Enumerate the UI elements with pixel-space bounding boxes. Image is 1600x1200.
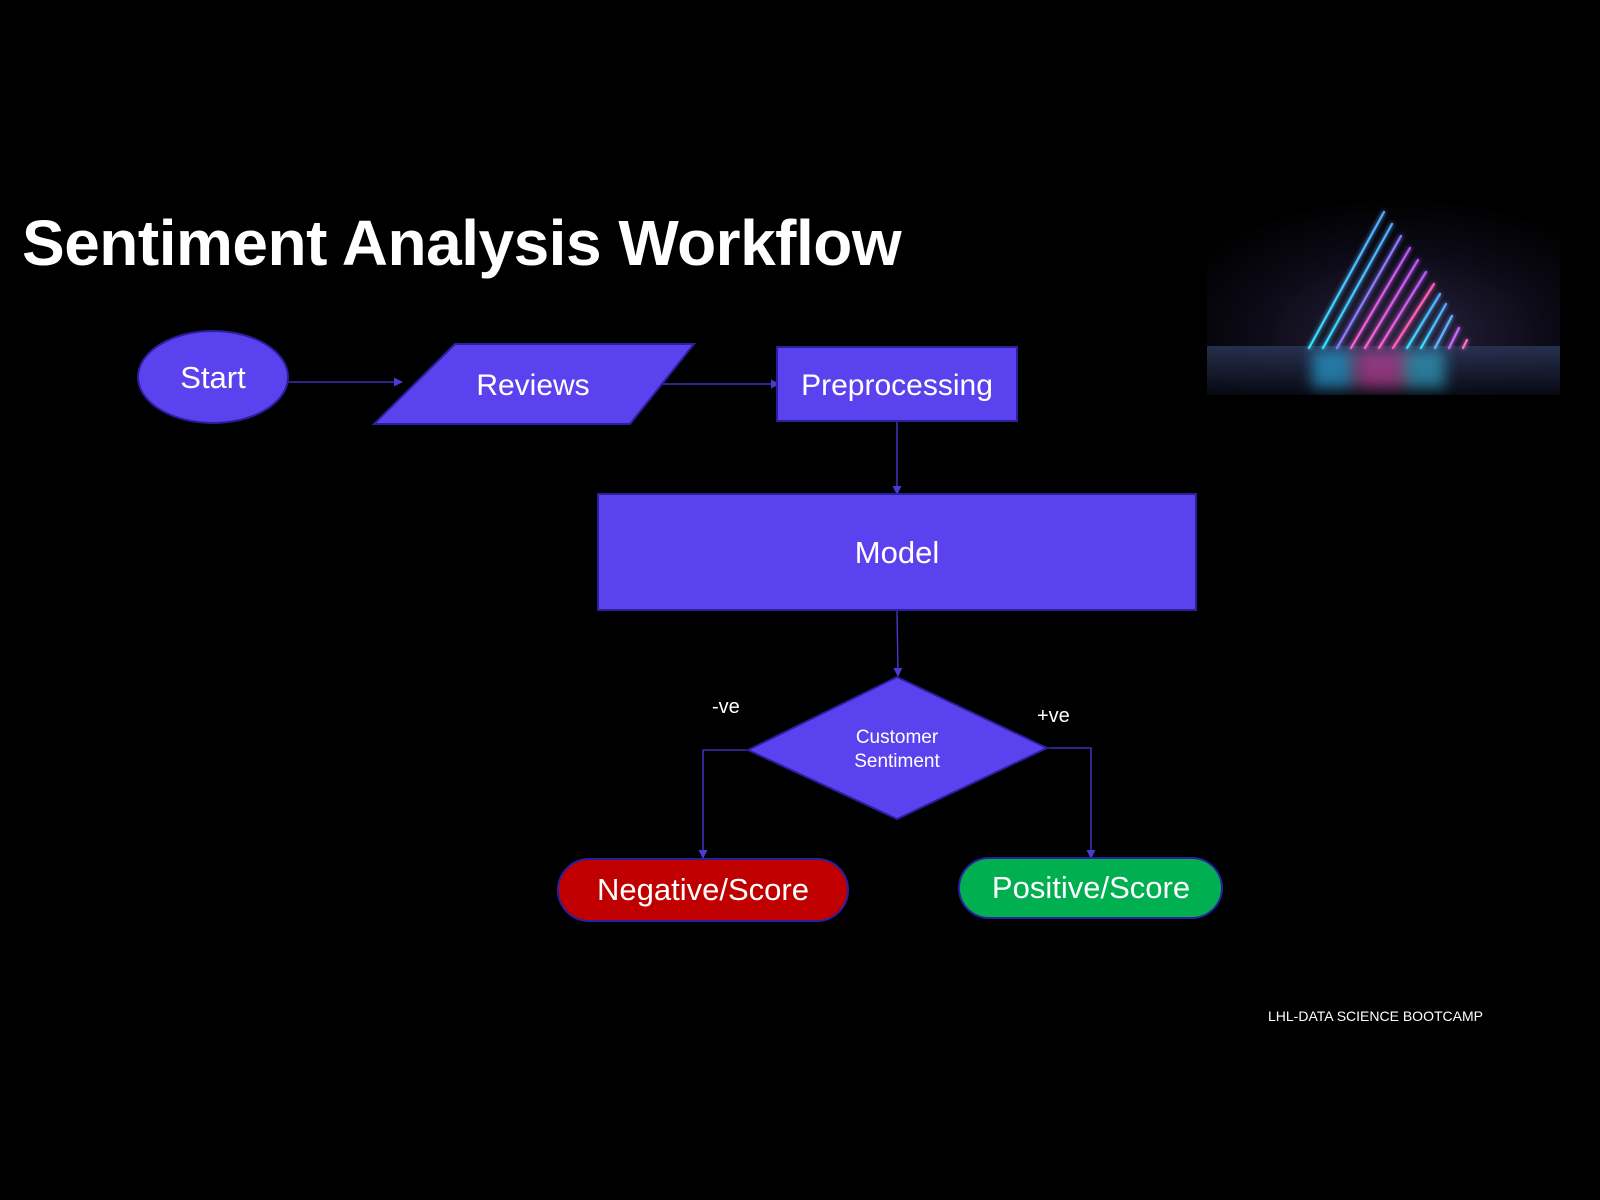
edge-decision-to-positive xyxy=(1047,747,1096,859)
reviews-input-node: Reviews xyxy=(371,343,697,425)
decision-label-line1: Customer xyxy=(856,727,939,748)
positive-score-label: Positive/Score xyxy=(992,870,1190,905)
negative-score-node: Negative/Score xyxy=(557,858,849,922)
model-label: Model xyxy=(855,535,939,570)
model-node: Model xyxy=(597,493,1197,611)
decision-label-line2: Sentiment xyxy=(854,751,940,772)
reviews-label: Reviews xyxy=(476,369,589,402)
edge-model-to-decision xyxy=(893,609,903,677)
footer-text: LHL-DATA SCIENCE BOOTCAMP xyxy=(1268,1008,1483,1024)
negative-score-label: Negative/Score xyxy=(597,872,809,907)
negative-edge-label: -ve xyxy=(712,696,740,718)
positive-score-node: Positive/Score xyxy=(958,857,1223,919)
start-node: Start xyxy=(137,330,289,424)
start-label: Start xyxy=(180,360,246,395)
preprocessing-node: Preprocessing xyxy=(776,346,1018,422)
customer-sentiment-decision-node: Customer Sentiment xyxy=(745,675,1050,821)
slide-title: Sentiment Analysis Workflow xyxy=(22,207,902,279)
edge-decision-to-negative xyxy=(698,749,748,859)
positive-edge-label: +ve xyxy=(1037,705,1070,727)
neon-triangle-image xyxy=(1207,196,1560,395)
preprocessing-label: Preprocessing xyxy=(801,369,993,402)
